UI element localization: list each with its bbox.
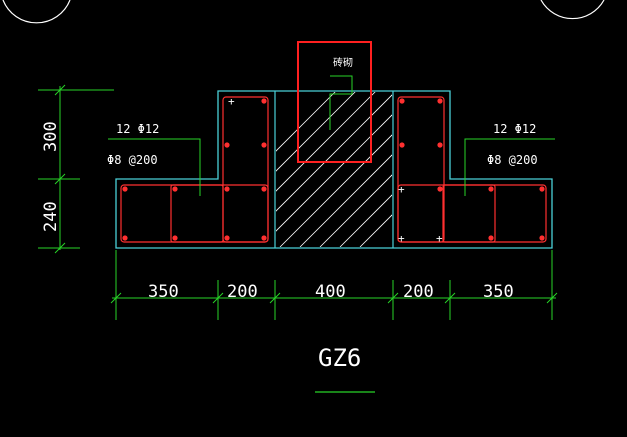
horizontal-dimension (110, 250, 558, 320)
rebar-marker: + (228, 95, 235, 108)
rebar-dots-right (399, 98, 545, 241)
stirrups-right (397, 96, 547, 243)
grid-bubble-left (2, 0, 71, 24)
dim-h-200-right: 200 (403, 282, 434, 302)
dim-h-400: 400 (315, 282, 346, 302)
stirrup-label-left: Φ8 @200 (107, 153, 158, 167)
drawing-title: GZ6 (318, 344, 361, 372)
stirrup-label-right: Φ8 @200 (487, 153, 538, 167)
brick-label: 砖砌 (333, 56, 353, 69)
dim-h-200-left: 200 (227, 282, 258, 302)
rebar-marker: + (398, 183, 405, 196)
column-outline (115, 90, 553, 249)
rebar-label-left: 12 Φ12 (116, 122, 159, 136)
grid-bubble-right (540, 0, 605, 20)
leader-lines (108, 75, 555, 196)
rebar-marker: + (436, 232, 443, 245)
stirrups-left (120, 96, 269, 243)
rebar-marker: + (398, 232, 405, 245)
selection-highlight[interactable] (297, 41, 372, 163)
rebar-label-right: 12 Φ12 (493, 122, 536, 136)
vertical-dimension (38, 84, 114, 254)
rebar-dots-left (122, 98, 267, 241)
dim-h-350-right: 350 (483, 282, 514, 302)
dim-vertical-300: 300 (41, 121, 61, 152)
dim-h-350-left: 350 (148, 282, 179, 302)
dim-vertical-240: 240 (41, 201, 61, 232)
